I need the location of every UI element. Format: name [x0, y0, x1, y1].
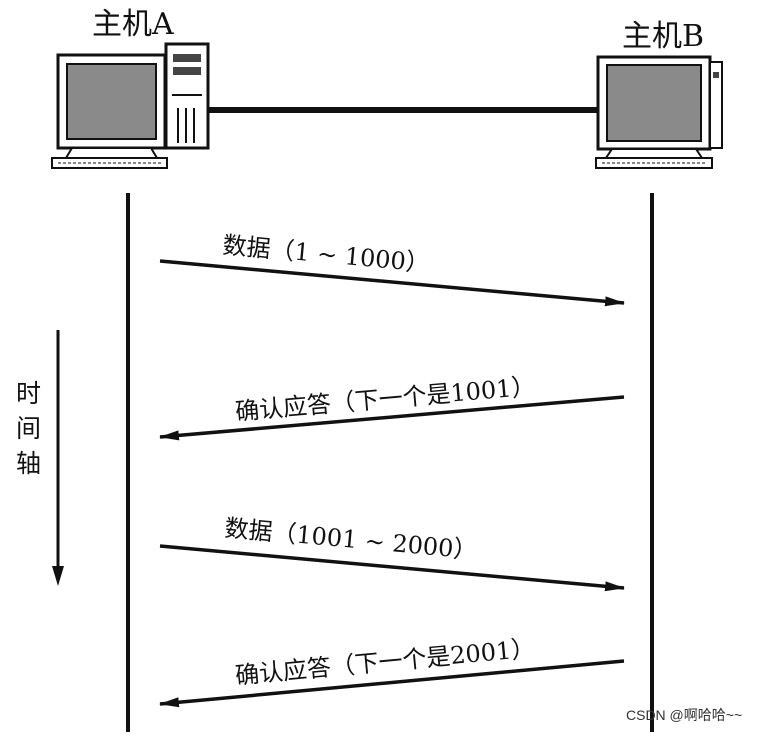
- message-3-arrow: [159, 544, 625, 592]
- time-axis-label-char-2: 间: [16, 414, 41, 443]
- time-axis-arrowhead: [52, 566, 64, 586]
- host-a-label: 主机A: [92, 7, 174, 42]
- time-axis-label-char-3: 轴: [16, 449, 41, 478]
- watermark-text: CSDN @啊哈哈~~: [626, 707, 742, 723]
- message-2-arrow: [159, 395, 625, 441]
- host-a-computer-icon: [51, 42, 210, 169]
- host-b-label: 主机B: [622, 19, 704, 54]
- message-1-arrow: [159, 259, 625, 307]
- host-b-computer-icon: [595, 55, 723, 169]
- message-4-arrow: [159, 659, 625, 708]
- time-axis-label-char-1: 时: [16, 379, 41, 408]
- message-3-label: 数据（1001 ~ 2000）: [223, 514, 478, 565]
